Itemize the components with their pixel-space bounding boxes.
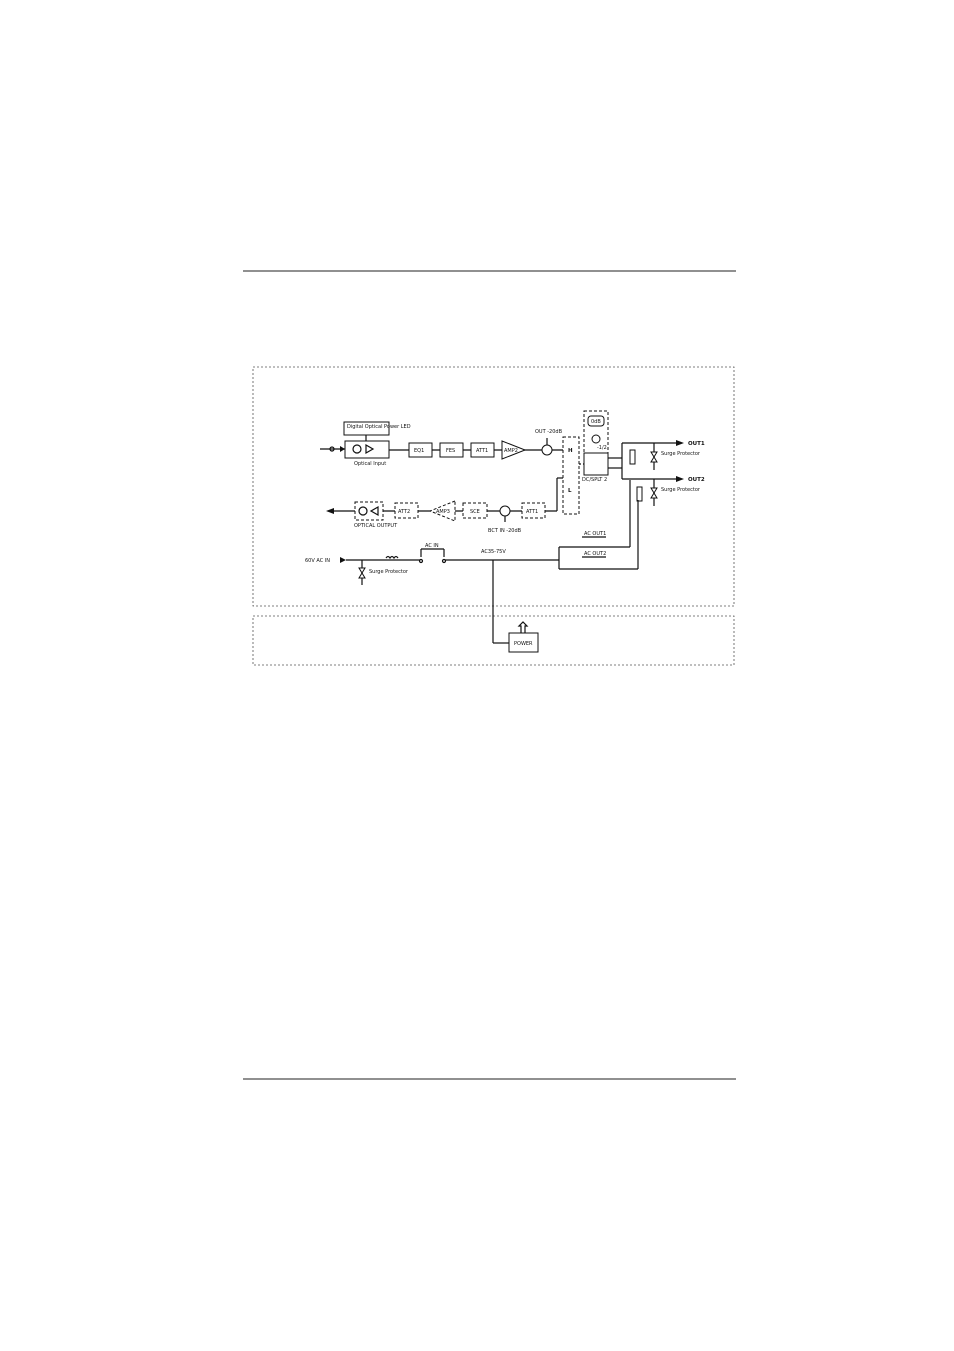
return-path: ATT1 BCT IN -20dB SCE AMP3 ATT2 OPTICAL … bbox=[326, 477, 563, 534]
amp3-label: AMP3 bbox=[436, 509, 450, 515]
out-test-point-label: OUT -20dB bbox=[535, 429, 563, 435]
amp-icon bbox=[369, 505, 379, 517]
diplexer-l: L bbox=[568, 488, 572, 494]
optical-output-label: OPTICAL OUTPUT bbox=[354, 523, 398, 529]
surge-label-1: Surge Protector bbox=[661, 451, 701, 457]
choke-icon bbox=[629, 449, 636, 465]
outputs: OUT1 OUT2 Surge Protector Surge Protecto… bbox=[621, 440, 705, 506]
return-att1-block bbox=[521, 502, 546, 519]
power-label: POWER bbox=[514, 641, 533, 647]
test-point-coupler-icon bbox=[541, 444, 553, 456]
surge-label-2: Surge Protector bbox=[661, 487, 701, 493]
pad-label: 0dB bbox=[591, 419, 601, 425]
power-supply-block bbox=[508, 632, 539, 653]
optical-input-label: Optical Input bbox=[354, 461, 386, 467]
ac-range-label: AC35-75V bbox=[481, 549, 506, 555]
sce-block bbox=[462, 502, 488, 519]
eq1-block bbox=[408, 442, 433, 458]
return-test-point-label: BCT IN -20dB bbox=[488, 528, 522, 534]
out2-arrow-icon bbox=[676, 476, 684, 482]
amp3-triangle bbox=[428, 500, 456, 522]
laser-icon bbox=[358, 506, 368, 516]
output-arrow-icon bbox=[326, 508, 334, 514]
fes-block bbox=[439, 442, 464, 458]
out1-label: OUT1 bbox=[688, 441, 705, 447]
ac-out2-label: AC OUT2 bbox=[584, 551, 606, 557]
surge-protector-icon bbox=[358, 567, 366, 579]
ac-in-label: 60V AC IN bbox=[305, 558, 330, 564]
choke-icon bbox=[636, 486, 643, 502]
fes-label: FES bbox=[446, 448, 455, 454]
splitter-ratio: -1/2 bbox=[597, 445, 607, 451]
eq1-label: EQ1 bbox=[414, 448, 424, 454]
inductor-icon bbox=[385, 555, 399, 560]
photodiode-icon bbox=[352, 444, 362, 454]
att1-block bbox=[470, 442, 495, 458]
amp-icon bbox=[365, 443, 375, 455]
att2-block bbox=[394, 502, 419, 519]
surge-protector-icon bbox=[650, 451, 658, 463]
optical-output-box bbox=[354, 501, 384, 521]
att1-label: ATT1 bbox=[476, 448, 488, 454]
diplexer-h: H bbox=[568, 448, 573, 454]
splitter-box bbox=[583, 452, 609, 476]
att2-label: ATT2 bbox=[398, 509, 410, 515]
amp2-triangle bbox=[501, 440, 527, 460]
out2-label: OUT2 bbox=[688, 477, 705, 483]
power-surge-label: Surge Protector bbox=[369, 569, 409, 575]
sce-label: SCE bbox=[470, 509, 480, 515]
amp2-label: AMP2 bbox=[504, 448, 518, 454]
surge-protector-icon bbox=[650, 487, 658, 499]
ac-out1-label: AC OUT1 bbox=[584, 531, 606, 537]
diplexer-box bbox=[562, 436, 580, 515]
splitter-label: DC/SPLT 2 bbox=[582, 477, 607, 483]
optical-input-box bbox=[344, 440, 390, 459]
forward-path: Digital Optical Power LED Optical Input … bbox=[320, 410, 622, 515]
power-path: 60V AC IN Surge Protector AC IN AC35-75V… bbox=[305, 480, 639, 653]
return-att1-label: ATT1 bbox=[526, 509, 538, 515]
led-label: Digital Optical Power LED bbox=[347, 424, 411, 430]
up-arrow-icon bbox=[517, 621, 529, 633]
out1-arrow-icon bbox=[676, 440, 684, 446]
ac-in-switch-label: AC IN bbox=[425, 543, 439, 549]
